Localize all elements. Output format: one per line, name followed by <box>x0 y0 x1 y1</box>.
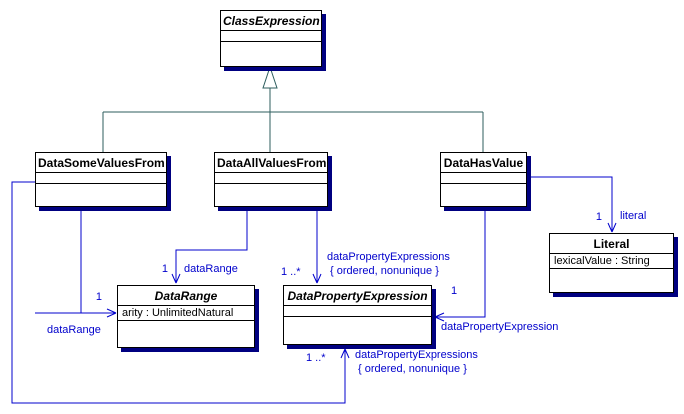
class-name: DataSomeValuesFrom <box>36 153 166 173</box>
association-lines <box>11 176 617 404</box>
open-arrowhead-down-icon <box>171 273 181 284</box>
role-label: dataPropertyExpression <box>441 321 559 333</box>
constraint-label: { ordered, nonunique } <box>330 265 439 277</box>
class-attributes <box>36 173 166 184</box>
class-DataHasValue: DataHasValue <box>440 152 527 207</box>
multiplicity-label: 1 <box>161 263 168 275</box>
class-name: Literal <box>550 234 673 254</box>
class-attributes <box>221 31 321 42</box>
multiplicity-label: 1 ..* <box>281 266 301 278</box>
class-operations <box>118 321 254 347</box>
class-attributes: lexicalValue : String <box>550 254 673 269</box>
class-attributes <box>215 173 327 184</box>
open-arrowhead-down-icon <box>607 222 617 233</box>
class-name: DataAllValuesFrom <box>215 153 327 173</box>
class-attributes <box>284 306 431 317</box>
class-name: DataHasValue <box>441 153 526 173</box>
generalization-triangle-icon <box>262 65 278 89</box>
class-ClassExpression: ClassExpression <box>220 10 322 67</box>
class-attributes: arity : UnlimitedNatural <box>118 306 254 321</box>
class-Literal: Literal lexicalValue : String <box>549 233 674 293</box>
open-arrowhead-up-icon <box>340 348 350 359</box>
constraint-label: { ordered, nonunique } <box>358 363 467 375</box>
class-DataSomeValuesFrom: DataSomeValuesFrom <box>35 152 167 207</box>
multiplicity-label: 1 <box>595 211 602 223</box>
class-name: ClassExpression <box>221 11 321 31</box>
class-name: DataRange <box>118 286 254 306</box>
role-label: dataPropertyExpressions <box>355 349 478 361</box>
class-DataRange: DataRange arity : UnlimitedNatural <box>117 285 255 348</box>
multiplicity-label: 1 <box>95 291 102 303</box>
open-arrowhead-left-icon <box>434 312 445 322</box>
open-arrowhead-down-icon <box>312 273 322 284</box>
class-DataAllValuesFrom: DataAllValuesFrom <box>214 152 328 207</box>
class-name: DataPropertyExpression <box>284 286 431 306</box>
multiplicity-label: 1 ..* <box>306 352 326 364</box>
class-operations <box>221 42 321 66</box>
role-label: dataPropertyExpressions <box>327 251 450 263</box>
multiplicity-label: 1 <box>451 285 458 297</box>
role-label: dataRange <box>184 263 238 275</box>
role-label: dataRange <box>47 324 101 336</box>
class-operations <box>441 184 526 206</box>
role-label: literal <box>620 210 647 222</box>
class-operations <box>215 184 327 206</box>
open-arrowhead-right-icon <box>106 308 117 318</box>
class-DataPropertyExpression: DataPropertyExpression <box>283 285 432 345</box>
class-operations <box>550 269 673 292</box>
generalization-lines <box>102 65 484 152</box>
class-operations <box>36 184 166 206</box>
class-operations <box>284 317 431 344</box>
class-attributes <box>441 173 526 184</box>
